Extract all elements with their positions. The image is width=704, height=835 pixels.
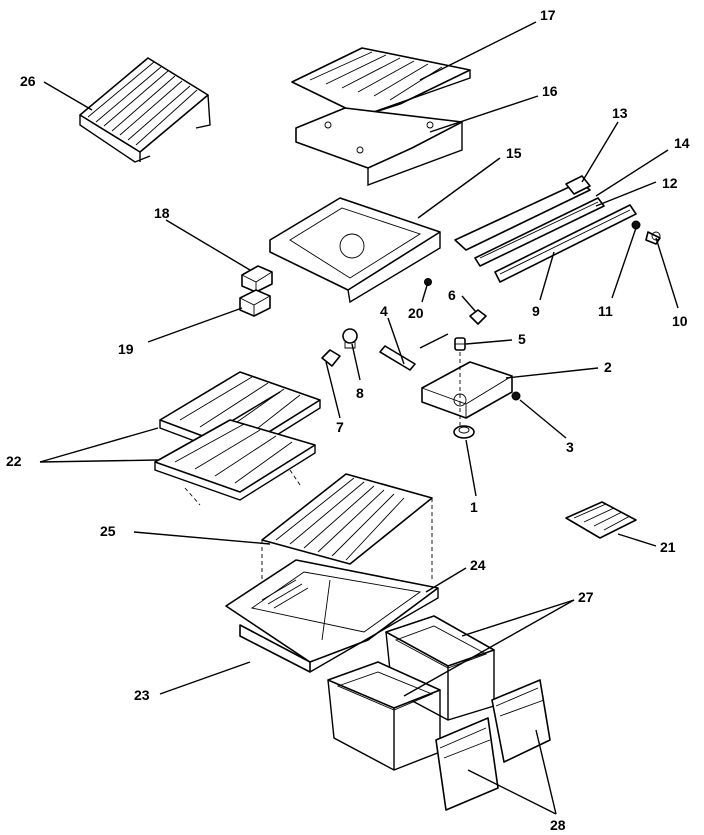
part-6-clip (469, 309, 487, 325)
part-21-tray (565, 501, 637, 539)
callout-9: 9 (532, 303, 540, 319)
callout-16: 16 (542, 83, 558, 99)
part-7-socket (321, 349, 341, 367)
part-8-lamp (342, 328, 358, 349)
part-18-bracket (241, 265, 273, 293)
callout-22: 22 (6, 453, 22, 469)
part-22-lower-shelf (154, 419, 316, 506)
callout-14: 14 (674, 135, 690, 151)
part-23-frame-base (239, 588, 439, 673)
part-13-rail (454, 175, 591, 251)
part-1-knob (453, 425, 475, 439)
part-15-shelf-frame (269, 197, 441, 304)
callout-5: 5 (518, 331, 526, 347)
part-5-fitting (454, 337, 466, 351)
leader-lines (39, 21, 679, 815)
callout-labels: 26 17 16 15 13 14 12 18 19 20 6 9 11 10 … (6, 7, 690, 833)
callout-10: 10 (672, 313, 688, 329)
callout-12: 12 (662, 175, 678, 191)
part-24-crisper-frame (225, 559, 439, 663)
callout-17: 17 (540, 7, 556, 23)
callout-26: 26 (20, 73, 36, 89)
callout-25: 25 (100, 523, 116, 539)
part-28-cover-right (491, 679, 551, 763)
callout-27: 27 (578, 589, 594, 605)
callout-8: 8 (356, 385, 364, 401)
callout-4: 4 (380, 303, 388, 319)
callout-15: 15 (506, 145, 522, 161)
callout-28: 28 (550, 817, 566, 833)
callout-6: 6 (448, 287, 456, 303)
callout-21: 21 (660, 539, 676, 555)
part-14-12-rail (474, 197, 605, 267)
part-11-nut (631, 220, 641, 230)
callout-20: 20 (408, 305, 424, 321)
callout-13: 13 (612, 105, 628, 121)
callout-23: 23 (134, 687, 150, 703)
part-9-rail (494, 204, 637, 283)
callout-11: 11 (598, 303, 613, 319)
callout-3: 3 (566, 439, 574, 455)
callout-1: 1 (470, 499, 478, 515)
part-17-shelf (291, 47, 471, 117)
callout-7: 7 (336, 419, 344, 435)
part-4-rod (379, 333, 449, 371)
part-2-housing (421, 352, 513, 432)
callout-2: 2 (604, 359, 612, 375)
part-26-wire-shelf (79, 57, 211, 163)
callout-19: 19 (118, 341, 134, 357)
part-3-screw (511, 391, 521, 401)
part-28-cover-left (435, 717, 499, 811)
part-16-shelf-pan (295, 107, 463, 187)
part-19-bracket (239, 289, 271, 317)
callout-18: 18 (154, 205, 170, 221)
callout-24: 24 (470, 557, 486, 573)
part-27-drawer-left (327, 661, 441, 771)
